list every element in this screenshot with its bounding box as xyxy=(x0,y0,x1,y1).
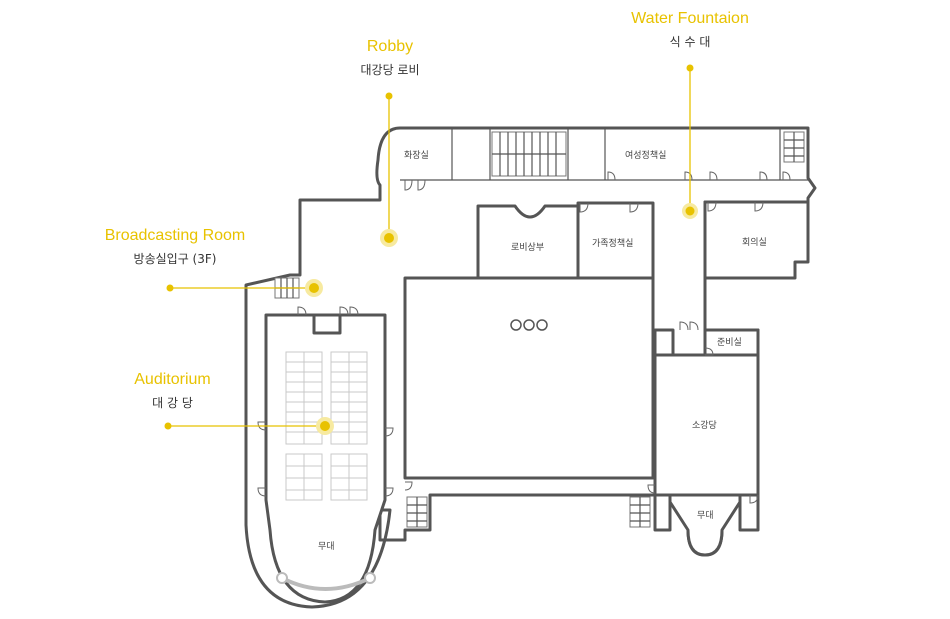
family-policy-room xyxy=(576,201,655,280)
bottom-right-stairs xyxy=(629,496,651,528)
room-label-family-policy: 가족정책실 xyxy=(592,237,633,249)
callout-auditorium-ko: 대 강 당 xyxy=(152,396,193,410)
central-block xyxy=(403,276,655,480)
callout-robby-ko: 대강당 로비 xyxy=(360,63,420,77)
leader-lines xyxy=(168,68,691,427)
callout-broadcast: Broadcasting Room 방송실입구 (3F) xyxy=(85,227,265,267)
callout-auditorium: Auditorium 대 강 당 xyxy=(110,371,235,411)
meeting-room xyxy=(703,200,810,280)
callout-broadcast-en: Broadcasting Room xyxy=(104,227,246,244)
callout-robby: Robby 대강당 로비 xyxy=(330,38,450,78)
room-label-restroom: 화장실 xyxy=(404,150,429,161)
location-markers xyxy=(164,64,698,435)
callout-water-en: Water Fountaion xyxy=(631,10,749,27)
doors xyxy=(257,171,791,504)
room-label-small-stage: 무대 xyxy=(697,510,714,521)
callout-robby-en: Robby xyxy=(366,38,414,55)
top-stairs xyxy=(491,131,567,177)
room-label-small-hall: 소강당 xyxy=(692,420,717,431)
auditorium-marker-left xyxy=(164,422,172,430)
callout-water-ko: 식 수 대 xyxy=(669,35,711,49)
room-label-main-stage: 무대 xyxy=(318,541,335,552)
water-marker-top xyxy=(686,64,694,72)
room-label-womens-lounge: 여성정책실 xyxy=(625,149,666,161)
bottom-left-stairs xyxy=(406,496,428,528)
callout-water-fountain: Water Fountaion 식 수 대 xyxy=(600,10,780,50)
room-label-prep: 준비실 xyxy=(717,337,742,348)
auditorium-entrance-box xyxy=(312,313,342,335)
circles-symbol xyxy=(510,319,548,331)
seating-blocks xyxy=(285,351,368,501)
broadcast-marker-left xyxy=(166,284,174,292)
auditorium-hall xyxy=(264,313,387,604)
small-stage xyxy=(668,493,742,557)
top-right-stairs xyxy=(783,131,805,163)
room-label-meeting: 회의실 xyxy=(742,237,767,248)
room-label-lobby-shop: 로비상부 xyxy=(511,242,544,253)
small-closet xyxy=(653,328,675,357)
robby-marker-top xyxy=(385,92,393,100)
stage-rail xyxy=(281,576,371,591)
prep-room xyxy=(703,328,760,357)
callout-auditorium-en: Auditorium xyxy=(134,371,211,388)
callout-broadcast-ko: 방송실입구 (3F) xyxy=(133,252,217,266)
